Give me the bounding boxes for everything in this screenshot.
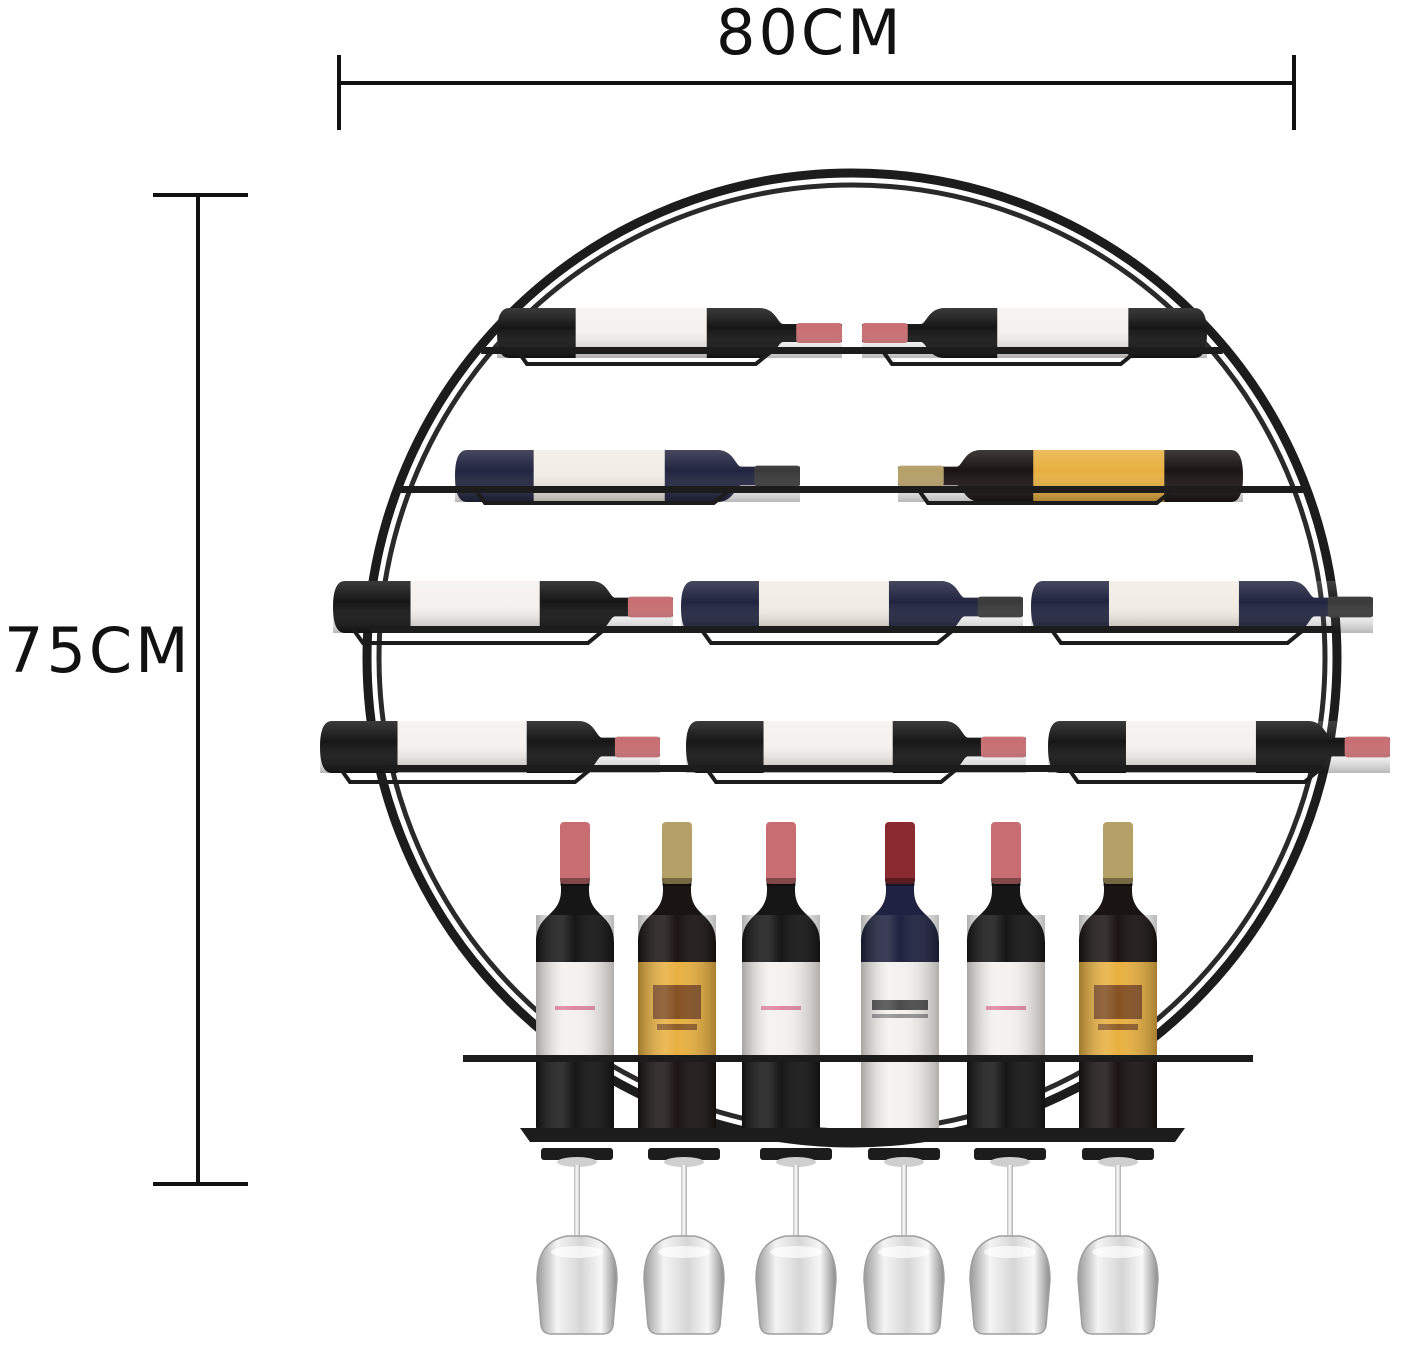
upright-wine-bottle	[861, 822, 939, 1132]
upright-wine-bottle	[742, 822, 820, 1132]
horizontal-wine-bottle	[1048, 721, 1390, 773]
height-label: 75CM	[4, 614, 192, 687]
upright-bottles	[463, 822, 1253, 1142]
shelf-bar	[481, 347, 1223, 354]
upright-wine-bottle	[536, 822, 614, 1132]
horizontal-wine-bottle	[320, 721, 660, 773]
height-dimension-line	[153, 193, 248, 1186]
bottle-row	[481, 308, 1223, 366]
shelf-bar	[400, 486, 1304, 493]
bottle-rows	[320, 308, 1390, 784]
bottle-row	[400, 450, 1304, 505]
upright-wine-bottle	[1079, 822, 1157, 1132]
wine-glass	[1077, 1148, 1159, 1335]
upright-wine-bottle	[967, 822, 1045, 1132]
horizontal-wine-bottle	[686, 721, 1026, 773]
horizontal-wine-bottle	[898, 450, 1243, 502]
bottle-row	[320, 721, 1390, 784]
wine-glasses	[536, 1148, 1159, 1335]
upright-wine-bottle	[638, 822, 716, 1132]
wine-glass	[536, 1148, 618, 1335]
bottom-shelf	[463, 1055, 1253, 1142]
wine-glass	[863, 1148, 945, 1335]
horizontal-wine-bottle	[455, 450, 800, 502]
horizontal-wine-bottle	[681, 581, 1023, 633]
width-label: 80CM	[716, 0, 904, 69]
shelf-bar	[370, 626, 1334, 633]
wine-glass	[969, 1148, 1051, 1335]
wine-glass	[643, 1148, 725, 1335]
horizontal-wine-bottle	[333, 581, 673, 633]
horizontal-wine-bottle	[1031, 581, 1373, 633]
shelf-bar	[382, 765, 1322, 772]
wine-glass	[755, 1148, 837, 1335]
width-dimension-line	[337, 55, 1296, 130]
bottle-row	[333, 581, 1373, 645]
